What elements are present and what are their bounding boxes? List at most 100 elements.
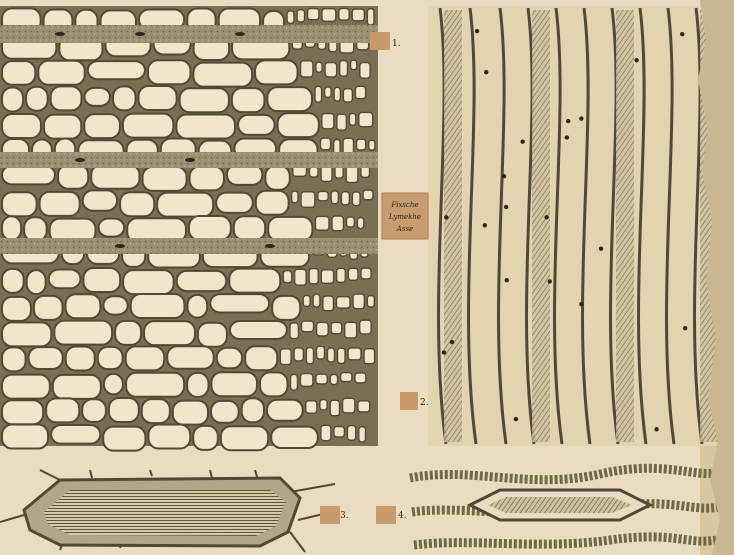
cell: [210, 294, 269, 312]
cell: [337, 268, 346, 282]
cell: [356, 139, 365, 150]
cell: [287, 11, 294, 24]
cell: [306, 401, 317, 413]
cell: [53, 375, 101, 399]
cell: [217, 348, 242, 368]
cell: [34, 296, 63, 320]
nucleus-dot: [565, 135, 569, 139]
cell: [303, 295, 310, 306]
cell: [38, 61, 84, 85]
cell: [187, 373, 208, 397]
cell: [343, 398, 355, 413]
cell: [301, 192, 315, 208]
cell: [242, 398, 264, 422]
cell: [341, 373, 352, 382]
cell: [91, 165, 139, 189]
cell: [2, 269, 24, 293]
cell: [27, 270, 46, 294]
cell: [113, 86, 135, 110]
cell: [316, 374, 327, 384]
nucleus-dot: [504, 205, 508, 209]
nucleus-dot: [475, 29, 479, 33]
cell: [189, 216, 231, 240]
cell: [325, 87, 332, 97]
cell: [339, 8, 349, 20]
nucleus-dot: [634, 58, 638, 62]
cell: [343, 89, 352, 102]
cell: [318, 191, 328, 200]
cell: [297, 10, 305, 22]
nucleus-dot: [444, 215, 448, 219]
cell: [232, 88, 265, 112]
cell: [355, 86, 365, 98]
nucleus-dot: [520, 140, 524, 144]
cell: [347, 426, 355, 441]
cell: [271, 427, 318, 448]
cell: [316, 62, 322, 72]
cell: [177, 271, 227, 291]
cell: [334, 427, 345, 437]
cell: [49, 269, 81, 288]
cell: [29, 347, 63, 369]
cell: [2, 61, 35, 85]
cell: [336, 297, 350, 308]
cell: [256, 191, 289, 215]
cell: [265, 166, 289, 190]
tag-square: [320, 506, 340, 524]
cell: [346, 217, 354, 227]
cell: [2, 192, 37, 216]
cell: [157, 193, 213, 217]
cell: [176, 114, 235, 138]
cell: [278, 113, 319, 137]
cell: [2, 425, 48, 449]
nucleus-dot: [514, 417, 518, 421]
cell: [323, 296, 334, 311]
nucleus-dot: [505, 278, 509, 282]
cell: [359, 427, 366, 442]
cell: [301, 61, 313, 77]
cell: [84, 88, 110, 106]
cell: [98, 347, 123, 369]
cell: [66, 346, 95, 370]
cell: [142, 399, 170, 423]
cell: [24, 217, 47, 241]
vessel-element: [444, 10, 462, 442]
cell: [337, 114, 347, 130]
cell: [193, 63, 252, 87]
nucleus-dot: [450, 340, 454, 344]
cell: [352, 192, 360, 206]
cell: [315, 86, 322, 102]
nucleus-dot: [483, 223, 487, 227]
cell: [2, 297, 31, 321]
cell: [355, 373, 366, 383]
cell: [216, 193, 253, 213]
cell: [104, 374, 123, 394]
cell: [330, 400, 339, 415]
cell: [332, 216, 343, 231]
cell: [351, 60, 357, 70]
stamp-line-1: Fixsche: [390, 201, 418, 209]
cell: [346, 166, 358, 183]
cell: [109, 398, 139, 422]
label-4: 4.: [398, 511, 407, 521]
cell: [180, 88, 229, 112]
cell: [294, 348, 303, 361]
cell: [359, 112, 373, 126]
cell: [58, 165, 88, 189]
cell: [321, 166, 332, 181]
nucleus-dot: [484, 70, 488, 74]
cell: [211, 401, 239, 423]
cell: [321, 138, 331, 150]
nucleus-dot: [502, 174, 506, 178]
nucleus-dot: [442, 350, 446, 354]
cell: [315, 216, 329, 230]
nucleus-dot: [548, 279, 552, 283]
cell: [230, 321, 287, 339]
cell: [190, 166, 224, 190]
vessel-element: [616, 10, 634, 442]
cell: [229, 269, 280, 293]
cell: [348, 348, 361, 360]
cell: [337, 348, 345, 363]
